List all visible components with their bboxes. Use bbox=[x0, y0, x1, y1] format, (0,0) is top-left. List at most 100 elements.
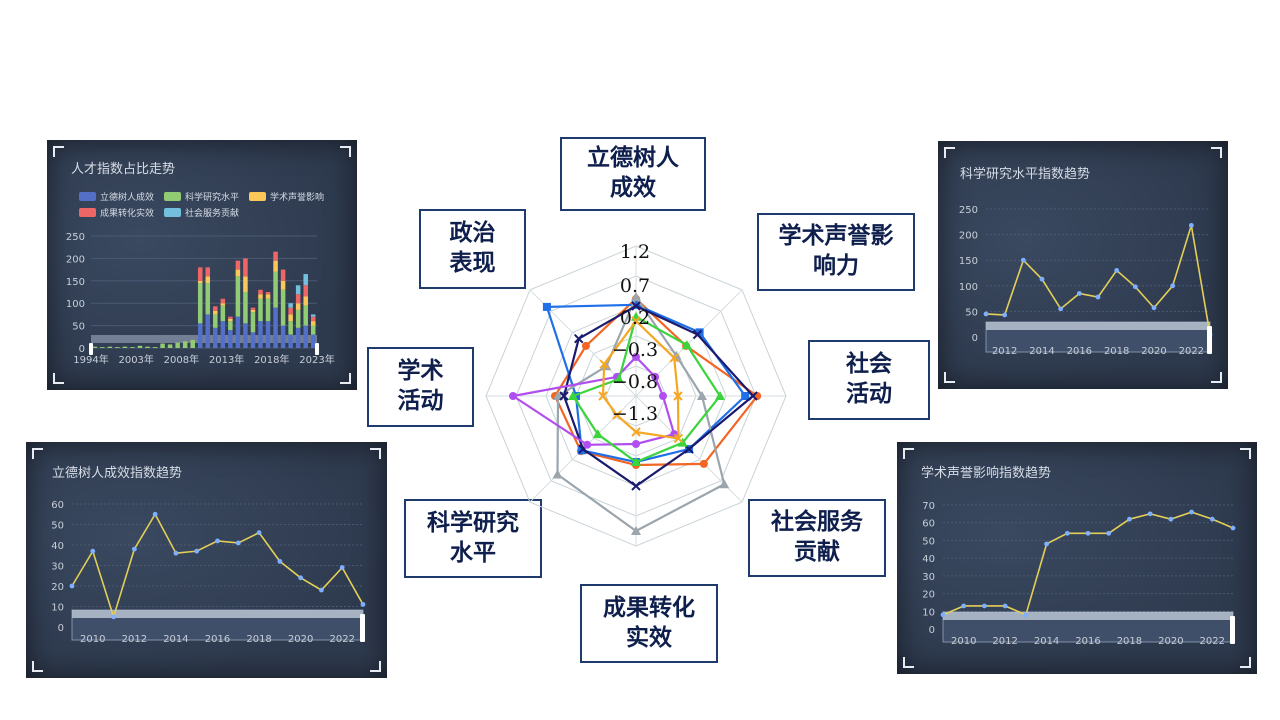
zoom-handle-right bbox=[1230, 616, 1235, 644]
legend-item[interactable]: 学术声誉影响 bbox=[249, 190, 324, 203]
legend-item[interactable]: 科学研究水平 bbox=[164, 190, 239, 203]
bar-segment bbox=[137, 345, 143, 348]
radar-tick-label: −0.3 bbox=[612, 339, 658, 361]
legend-item[interactable]: 社会服务贡献 bbox=[164, 206, 239, 219]
data-point bbox=[1039, 276, 1045, 282]
bar-segment bbox=[310, 314, 316, 317]
data-point bbox=[1127, 516, 1132, 522]
dimension-label-academic-activity: 学术 活动 bbox=[367, 347, 474, 427]
radar-marker bbox=[559, 391, 569, 401]
x-tick-label: 2010 bbox=[80, 634, 105, 645]
bar-segment bbox=[310, 316, 316, 322]
y-tick-label: 0 bbox=[58, 623, 64, 634]
bar-segment bbox=[220, 305, 226, 322]
bar-segment bbox=[250, 332, 256, 348]
radar-marker bbox=[542, 302, 551, 311]
talent-index-share-panel: 人才指数占比走势 立德树人成效科学研究水平学术声誉影响成果转化实效社会服务贡献 … bbox=[47, 140, 357, 390]
bar-segment bbox=[213, 310, 218, 315]
bar-segment bbox=[205, 283, 211, 315]
bar-segment bbox=[288, 334, 293, 348]
bar-segment bbox=[243, 276, 248, 292]
data-point bbox=[961, 603, 967, 609]
data-point bbox=[277, 559, 283, 564]
bar-segment bbox=[258, 321, 263, 348]
data-point bbox=[339, 565, 345, 570]
y-tick-label: 30 bbox=[51, 562, 64, 573]
zoom-slider-track bbox=[91, 335, 317, 343]
data-point bbox=[1168, 516, 1174, 522]
data-point bbox=[1106, 530, 1112, 536]
radar-marker bbox=[599, 359, 609, 369]
bar-segment bbox=[310, 325, 316, 335]
bar-segment bbox=[205, 314, 211, 348]
data-point bbox=[69, 583, 75, 589]
radar-marker bbox=[553, 391, 563, 400]
bar-segment bbox=[220, 298, 226, 304]
y-tick-label: 20 bbox=[51, 582, 64, 593]
bar-segment bbox=[295, 327, 301, 348]
bar-segment bbox=[220, 303, 226, 306]
bar-segment bbox=[273, 251, 278, 261]
y-tick-label: 150 bbox=[66, 277, 85, 288]
data-point bbox=[1132, 284, 1138, 290]
y-tick-label: 50 bbox=[922, 536, 935, 547]
radar-marker bbox=[583, 440, 592, 449]
y-tick-label: 10 bbox=[51, 603, 64, 614]
bar-segment bbox=[273, 307, 278, 348]
bar-segment bbox=[213, 306, 218, 311]
bar-segment bbox=[100, 347, 105, 348]
bar-segment bbox=[235, 316, 241, 348]
x-tick-label: 2008年 bbox=[164, 353, 199, 366]
bar-segment bbox=[265, 294, 271, 299]
bar-segment bbox=[258, 289, 263, 295]
bar-segment bbox=[250, 309, 256, 313]
data-point bbox=[319, 587, 324, 593]
radar-marker bbox=[631, 301, 641, 311]
dimension-label-social-activity: 社会 活动 bbox=[808, 340, 930, 420]
data-point bbox=[90, 548, 96, 554]
bar-segment bbox=[107, 346, 113, 348]
y-tick-label: 0 bbox=[79, 344, 85, 355]
radar-marker bbox=[632, 353, 640, 361]
radar-marker bbox=[574, 334, 584, 344]
legend-item[interactable]: 成果转化实效 bbox=[79, 206, 155, 219]
x-tick-label: 2012 bbox=[992, 346, 1017, 357]
bar-segment bbox=[190, 339, 195, 348]
radar-marker bbox=[719, 479, 730, 489]
data-point bbox=[1170, 283, 1176, 289]
radar-marker bbox=[568, 391, 578, 400]
dimension-label-social-service: 社会服务 贡献 bbox=[748, 499, 886, 577]
data-point bbox=[1230, 525, 1236, 531]
data-point bbox=[1114, 268, 1120, 273]
radar-marker bbox=[631, 427, 641, 437]
x-tick-label: 2014 bbox=[163, 634, 188, 645]
x-tick-label: 2020 bbox=[1141, 346, 1166, 357]
legend-item[interactable]: 立德树人成效 bbox=[79, 190, 154, 203]
zoom-slider-bar bbox=[72, 610, 363, 618]
data-point bbox=[1002, 603, 1008, 609]
y-tick-label: 250 bbox=[959, 205, 978, 216]
bar-segment bbox=[265, 321, 271, 348]
bar-segment bbox=[197, 283, 203, 324]
y-tick-label: 200 bbox=[959, 231, 978, 242]
bar-segment bbox=[182, 341, 188, 348]
chart-title: 立德树人成效指数趋势 bbox=[52, 466, 183, 481]
radar-tick-label: −0.8 bbox=[612, 371, 658, 393]
bar-segment bbox=[303, 285, 308, 297]
data-point bbox=[215, 538, 220, 544]
x-tick-label: 2012 bbox=[122, 634, 147, 645]
radar-marker bbox=[699, 459, 708, 468]
radar-tick-label: 0.2 bbox=[620, 307, 650, 329]
bar-segment bbox=[243, 258, 248, 277]
x-tick-label: 2018 bbox=[1117, 636, 1142, 647]
bar-segment bbox=[310, 321, 316, 326]
y-tick-label: 20 bbox=[922, 590, 935, 601]
data-point bbox=[1058, 306, 1064, 312]
legend-label: 成果转化实效 bbox=[100, 208, 155, 219]
radar-marker bbox=[581, 341, 590, 350]
data-point bbox=[983, 311, 989, 317]
radar-marker bbox=[651, 372, 660, 381]
x-tick-label: 2016 bbox=[1067, 346, 1092, 357]
data-point bbox=[1095, 294, 1101, 300]
